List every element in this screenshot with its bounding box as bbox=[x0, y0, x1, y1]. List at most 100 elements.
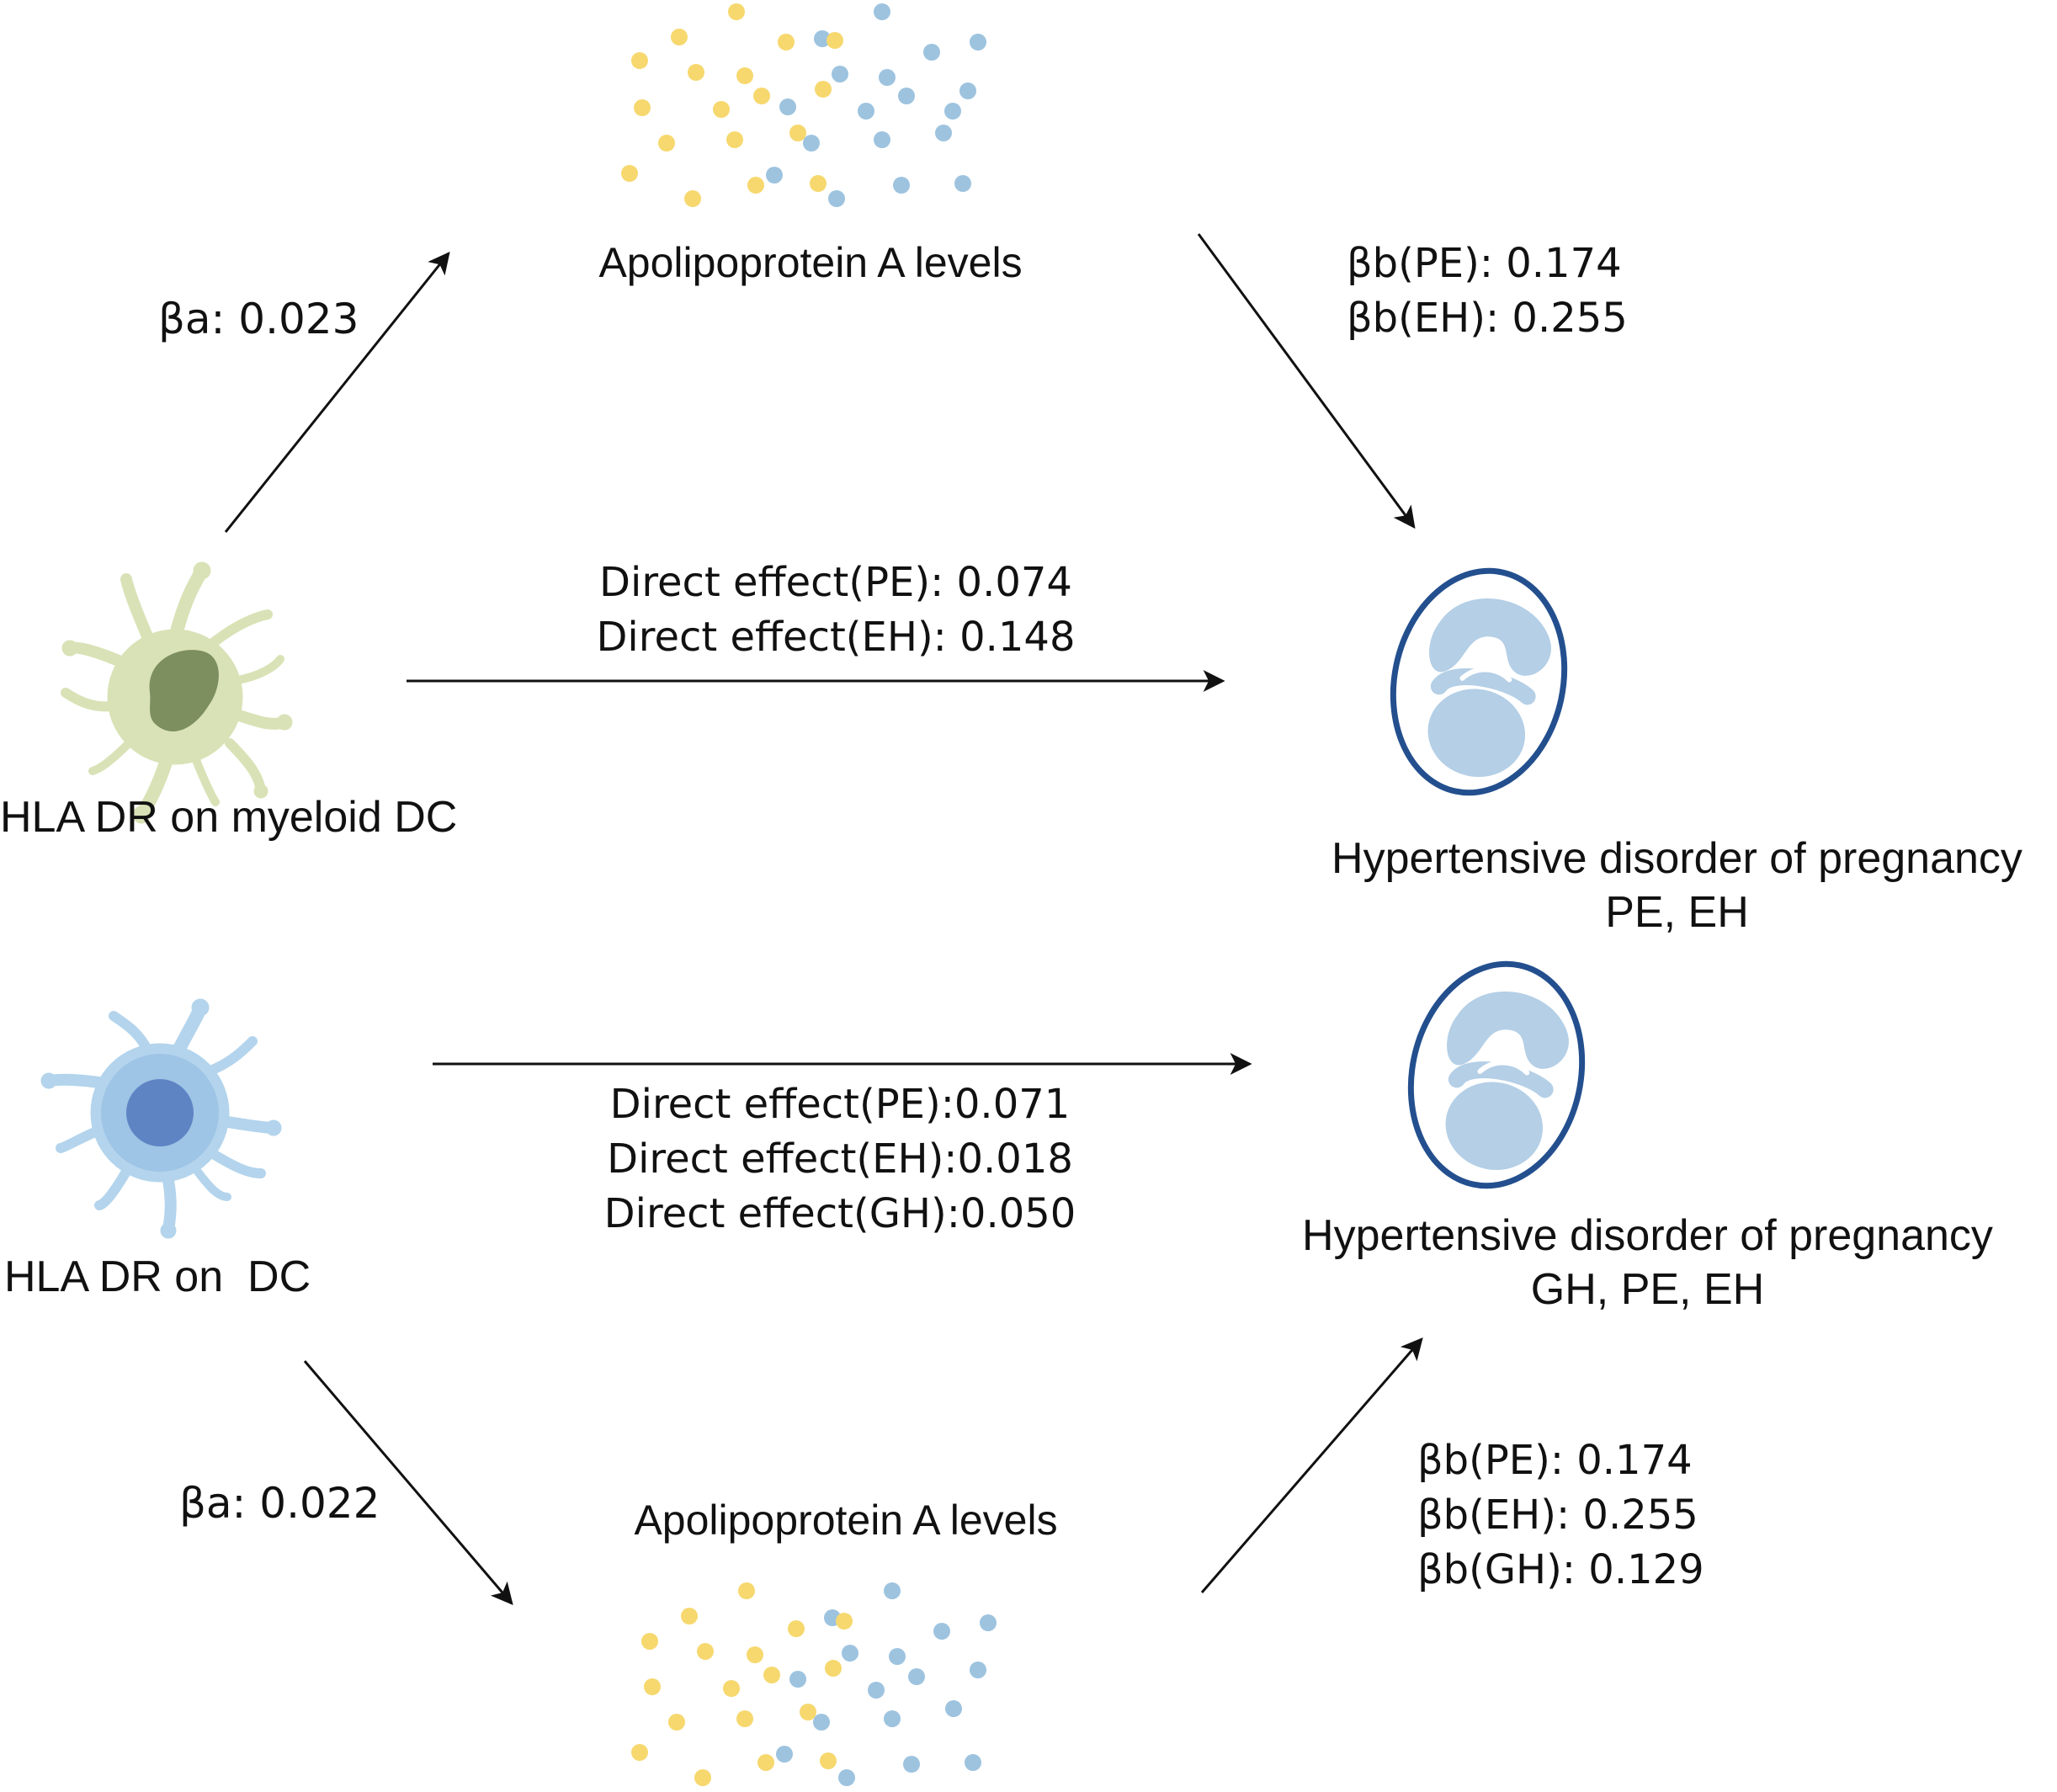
outcome-title-top: Hypertensive disorder of pregnancy bbox=[1331, 834, 2022, 883]
particle-dot bbox=[814, 30, 831, 47]
particle-dot bbox=[658, 135, 675, 152]
particle-dot bbox=[815, 81, 832, 98]
particle-dot bbox=[681, 1608, 698, 1624]
particle-dot bbox=[874, 131, 890, 148]
outcome-sub-bottom: GH, PE, EH bbox=[1530, 1265, 1765, 1314]
particle-dot bbox=[893, 177, 910, 194]
beta-b-pe-bottom: βb(PE): 0.174 bbox=[1417, 1437, 1693, 1484]
particle-dot bbox=[668, 1714, 685, 1731]
dendritic-cell-icon bbox=[40, 998, 282, 1239]
direct-effect-labels-top: Direct effect(PE): 0.074 Direct effect(E… bbox=[575, 556, 1097, 665]
fetus-in-uterus-icon bbox=[1390, 567, 1568, 796]
particle-dot bbox=[965, 1754, 981, 1771]
particle-dot bbox=[908, 1668, 925, 1685]
particle-dot bbox=[697, 1643, 714, 1660]
mediator-label-top: Apolipoprotein A levels bbox=[598, 239, 1023, 286]
particle-dot bbox=[747, 1646, 763, 1663]
particle-dot bbox=[728, 3, 745, 20]
outcome-sub-top: PE, EH bbox=[1605, 888, 1749, 937]
particle-dot bbox=[842, 1645, 858, 1662]
particle-dot bbox=[813, 1714, 830, 1731]
particle-dot bbox=[621, 165, 638, 182]
particle-dot bbox=[726, 131, 743, 148]
particle-dot bbox=[828, 190, 845, 207]
beta-b-gh-bottom: βb(GH): 0.129 bbox=[1417, 1546, 1704, 1593]
particle-dot bbox=[766, 167, 783, 183]
particle-dot bbox=[803, 135, 820, 152]
particle-dot bbox=[631, 52, 648, 69]
particle-dot bbox=[832, 66, 848, 82]
particle-dot bbox=[884, 1710, 901, 1727]
outcome-label-bottom: Hypertensive disorder of pregnancy GH, P… bbox=[1262, 1209, 2033, 1316]
particle-dot bbox=[980, 1614, 997, 1631]
beta-b-labels-bottom: βb(PE): 0.174 βb(EH): 0.255 βb(GH): 0.12… bbox=[1417, 1433, 1704, 1598]
direct-effect-pe-top: Direct effect(PE): 0.074 bbox=[599, 559, 1072, 606]
particle-dot bbox=[923, 44, 940, 61]
particle-dot bbox=[757, 1754, 774, 1771]
particle-dot bbox=[747, 177, 764, 194]
particle-dot bbox=[820, 1752, 837, 1769]
particle-dot bbox=[836, 1613, 853, 1630]
particle-dot bbox=[788, 1620, 805, 1637]
outcome-label-top: Hypertensive disorder of pregnancy PE, E… bbox=[1300, 832, 2054, 939]
arrow-mediator-to-outcome-bottom bbox=[1200, 1337, 1423, 1593]
direct-effect-eh-bottom: Direct effect(EH):0.018 bbox=[607, 1135, 1073, 1183]
particle-dot bbox=[789, 125, 806, 141]
particle-dot bbox=[898, 88, 915, 104]
outcome-title-bottom: Hypertensive disorder of pregnancy bbox=[1302, 1211, 1993, 1260]
particle-dot bbox=[631, 1744, 648, 1761]
apolipoprotein-particles-icon bbox=[621, 3, 986, 207]
particle-dot bbox=[838, 1769, 855, 1786]
arrow-mediator-to-outcome-top bbox=[1197, 233, 1416, 529]
particle-dot bbox=[889, 1648, 906, 1665]
particle-dot bbox=[641, 1633, 658, 1650]
beta-b-eh-bottom: βb(EH): 0.255 bbox=[1417, 1492, 1698, 1539]
exposure-label-top: HLA DR on myeloid DC bbox=[0, 793, 458, 842]
particle-dot bbox=[959, 82, 976, 99]
particle-dot bbox=[945, 1700, 962, 1717]
particle-dot bbox=[776, 1746, 793, 1763]
particle-dot bbox=[736, 1710, 753, 1727]
particle-dot bbox=[779, 98, 796, 115]
particle-dot bbox=[763, 1667, 780, 1683]
particle-dot bbox=[825, 1660, 842, 1677]
particle-dot bbox=[903, 1756, 920, 1773]
particle-dot bbox=[810, 175, 827, 192]
particle-dot bbox=[723, 1680, 740, 1697]
exposure-label-bottom: HLA DR on DC bbox=[4, 1252, 311, 1301]
myeloid-dendritic-cell-icon bbox=[61, 561, 293, 824]
direct-effect-labels-bottom: Direct effect(PE):0.071 Direct effect(EH… bbox=[575, 1077, 1105, 1242]
fetus-in-uterus-icon bbox=[1407, 960, 1586, 1189]
particle-dot bbox=[879, 69, 896, 86]
particle-dot bbox=[694, 1769, 711, 1786]
particle-dot bbox=[778, 34, 795, 51]
beta-a-label-top: βa: 0.023 bbox=[158, 295, 359, 343]
beta-b-eh-top: βb(EH): 0.255 bbox=[1347, 295, 1628, 342]
particle-dot bbox=[935, 125, 952, 141]
mediator-label-bottom: Apolipoprotein A levels bbox=[634, 1497, 1058, 1544]
direct-effect-gh-bottom: Direct effect(GH):0.050 bbox=[603, 1190, 1076, 1237]
particle-dot bbox=[713, 101, 730, 118]
particle-dot bbox=[753, 88, 770, 104]
beta-b-pe-top: βb(PE): 0.174 bbox=[1347, 240, 1622, 287]
particle-dot bbox=[736, 67, 753, 84]
particle-dot bbox=[884, 1582, 901, 1599]
particle-dot bbox=[827, 32, 843, 49]
particle-dot bbox=[944, 103, 961, 120]
beta-b-labels-top: βb(PE): 0.174 βb(EH): 0.255 bbox=[1347, 237, 1628, 346]
particle-dot bbox=[789, 1671, 806, 1688]
arrow-exposure-to-mediator-bottom bbox=[303, 1360, 513, 1605]
direct-effect-eh-top: Direct effect(EH): 0.148 bbox=[596, 614, 1076, 661]
apolipoprotein-particles-icon bbox=[631, 1582, 997, 1786]
particle-dot bbox=[874, 3, 890, 20]
particle-dot bbox=[738, 1582, 755, 1599]
particle-dot bbox=[634, 99, 651, 116]
arrow-exposure-to-mediator-top bbox=[224, 251, 450, 533]
particle-dot bbox=[688, 64, 704, 81]
direct-effect-pe-bottom: Direct effect(PE):0.071 bbox=[609, 1081, 1071, 1128]
particle-dot bbox=[858, 103, 874, 120]
particle-dot bbox=[800, 1704, 816, 1720]
beta-a-label-bottom: βa: 0.022 bbox=[179, 1479, 380, 1528]
particle-dot bbox=[671, 29, 688, 45]
